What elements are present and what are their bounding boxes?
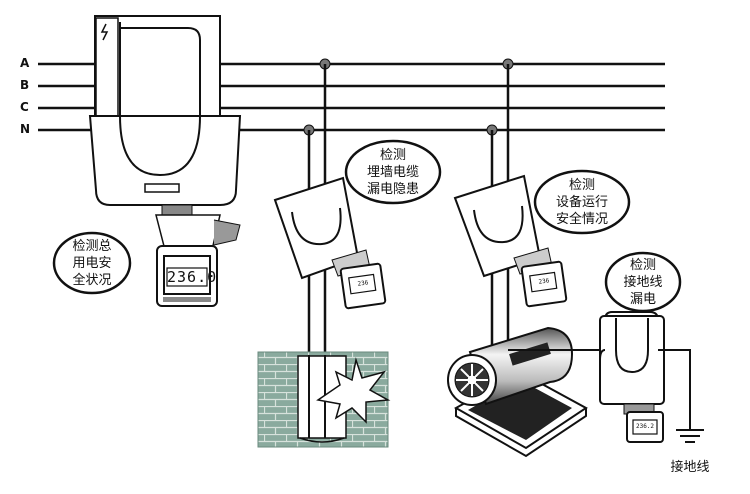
ground-symbol-icon	[676, 429, 704, 443]
bubble-total-text: 检测总 用电安 全状况	[72, 239, 112, 288]
main-clamp-meter	[88, 15, 242, 307]
main-meter-reading: 236.0	[167, 268, 218, 286]
equipment-clamp-meter	[453, 174, 568, 308]
cable-clamp-meter	[273, 176, 387, 310]
ground-clamp-meter	[508, 311, 704, 443]
bubble-cable-text: 检测 埋墙电缆 漏电隐患	[366, 148, 419, 197]
line-label-B: B	[20, 78, 30, 92]
ground-meter-reading: 236.2	[635, 423, 655, 430]
lightning-icon	[100, 23, 109, 41]
brick-wall	[257, 351, 391, 448]
bubble-ground-text: 检测 接地线 漏电	[623, 258, 663, 307]
motor-equipment	[447, 326, 588, 458]
bubble-cable	[344, 139, 442, 205]
bubble-ground	[604, 251, 682, 313]
bubble-equipment	[533, 169, 631, 235]
line-label-C: C	[20, 100, 29, 114]
callout-bubbles	[52, 139, 682, 313]
spark-icon	[316, 357, 391, 424]
line-label-A: A	[20, 56, 30, 70]
line-label-N: N	[20, 122, 31, 136]
bubble-total	[52, 231, 132, 295]
bubble-equipment-text: 检测 设备运行 安全情况	[555, 178, 608, 227]
ground-wire-label: 接地线	[670, 460, 710, 475]
